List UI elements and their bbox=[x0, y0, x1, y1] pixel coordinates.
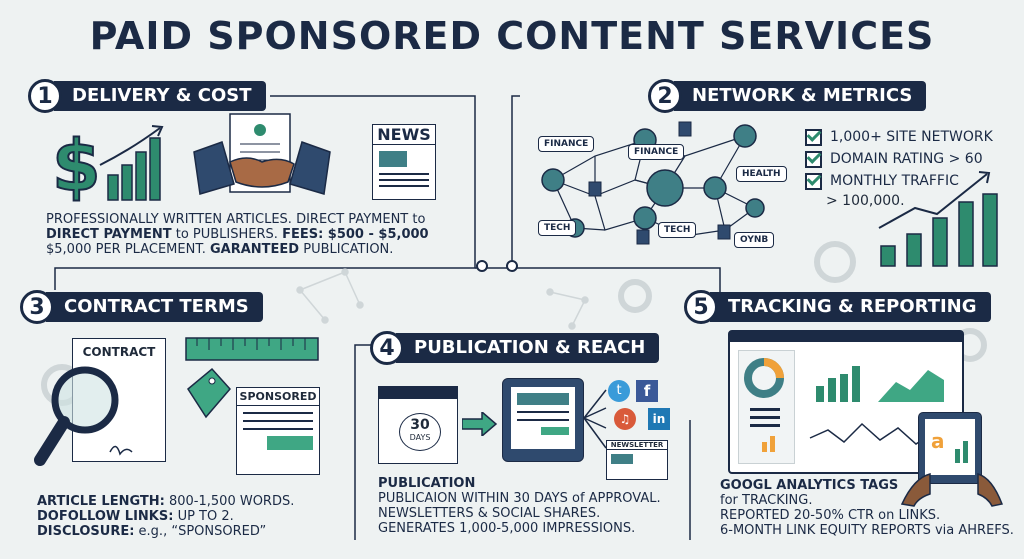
svg-text:$: $ bbox=[52, 125, 101, 205]
sponsored-label: SPONSORED bbox=[237, 388, 319, 406]
dollar-growth-icon: $ bbox=[51, 124, 164, 205]
handshake-icon bbox=[193, 113, 331, 195]
delivery-text: PROFESSIONALLY WRITTEN ARTICLES. DIRECT … bbox=[46, 212, 429, 257]
checkbox-icon bbox=[805, 150, 822, 168]
network-tag: TECH bbox=[538, 220, 577, 236]
section-number: 5 bbox=[684, 290, 718, 324]
section-label: CONTRACT TERMS bbox=[46, 292, 263, 322]
price-tag-icon bbox=[187, 367, 231, 419]
check-item: 1,000+ SITE NETWORK bbox=[805, 126, 993, 148]
network-tag: FINANCE bbox=[628, 144, 685, 160]
analytics-charts bbox=[744, 358, 944, 452]
newsletter-label: NEWSLETTER bbox=[607, 441, 667, 450]
newsletter-icon: NEWSLETTER bbox=[606, 440, 668, 480]
magnifier-icon bbox=[34, 366, 133, 466]
section-number: 2 bbox=[648, 79, 682, 113]
facebook-icon: f bbox=[636, 380, 658, 402]
share-arrows-icon bbox=[583, 389, 607, 449]
contract-text: ARTICLE LENGTH: 800-1,500 WORDS. DOFOLLO… bbox=[37, 494, 295, 539]
ruler-icon bbox=[185, 337, 319, 361]
publication-text: PUBLICATION PUBLICAION WITHIN 30 DAYS of… bbox=[378, 476, 661, 536]
tablet-icon bbox=[502, 378, 584, 462]
section-label: PUBLICATION & REACH bbox=[396, 333, 660, 363]
calendar-icon: 30 DAYS bbox=[378, 386, 458, 464]
section-network-header: 2 NETWORK & METRICS bbox=[648, 79, 927, 113]
calendar-days: DAYS bbox=[409, 433, 431, 442]
section-number: 1 bbox=[28, 79, 62, 113]
section-number: 3 bbox=[20, 290, 54, 324]
section-label: DELIVERY & COST bbox=[54, 81, 266, 111]
news-label: NEWS bbox=[373, 125, 435, 145]
contract-label: CONTRACT bbox=[82, 345, 156, 359]
tracking-text: GOOGL ANALYTICS TAGS for TRACKING. REPOR… bbox=[720, 478, 1014, 538]
section-label: TRACKING & REPORTING bbox=[710, 292, 991, 322]
page-title: PAID SPONSORED CONTENT SERVICES bbox=[89, 14, 935, 58]
check-item: DOMAIN RATING > 60 bbox=[805, 148, 993, 170]
linkedin-icon: in bbox=[648, 408, 670, 430]
network-checklist: 1,000+ SITE NETWORK DOMAIN RATING > 60 M… bbox=[805, 126, 993, 210]
network-tag: HEALTH bbox=[736, 166, 787, 182]
network-tag: FINANCE bbox=[538, 136, 595, 152]
section-delivery-header: 1 DELIVERY & COST bbox=[28, 79, 266, 113]
section-number: 4 bbox=[370, 331, 404, 365]
checkbox-icon bbox=[805, 172, 822, 190]
twitter-icon: t bbox=[608, 380, 630, 402]
hands-icon bbox=[900, 473, 1004, 507]
amazon-icon: a bbox=[931, 429, 945, 453]
bar-chart-growth-icon bbox=[878, 171, 998, 267]
section-tracking-header: 5 TRACKING & REPORTING bbox=[684, 290, 991, 324]
network-tag: TECH bbox=[658, 222, 697, 238]
checkbox-icon bbox=[805, 128, 822, 146]
phone-icon: a bbox=[918, 412, 982, 484]
section-contract-header: 3 CONTRACT TERMS bbox=[20, 290, 263, 324]
section-label: NETWORK & METRICS bbox=[674, 81, 927, 111]
check-item: MONTHLY TRAFFIC bbox=[805, 170, 993, 192]
newspaper-icon: NEWS bbox=[372, 124, 436, 200]
arrow-right-icon bbox=[462, 412, 498, 436]
network-tag: OYNB bbox=[734, 232, 775, 248]
podcast-icon: ♫ bbox=[614, 408, 636, 430]
calendar-number: 30 bbox=[410, 417, 430, 433]
traffic-value: > 100,000. bbox=[826, 193, 905, 209]
section-publication-header: 4 PUBLICATION & REACH bbox=[370, 331, 660, 365]
sponsored-article-icon: SPONSORED bbox=[236, 387, 320, 475]
